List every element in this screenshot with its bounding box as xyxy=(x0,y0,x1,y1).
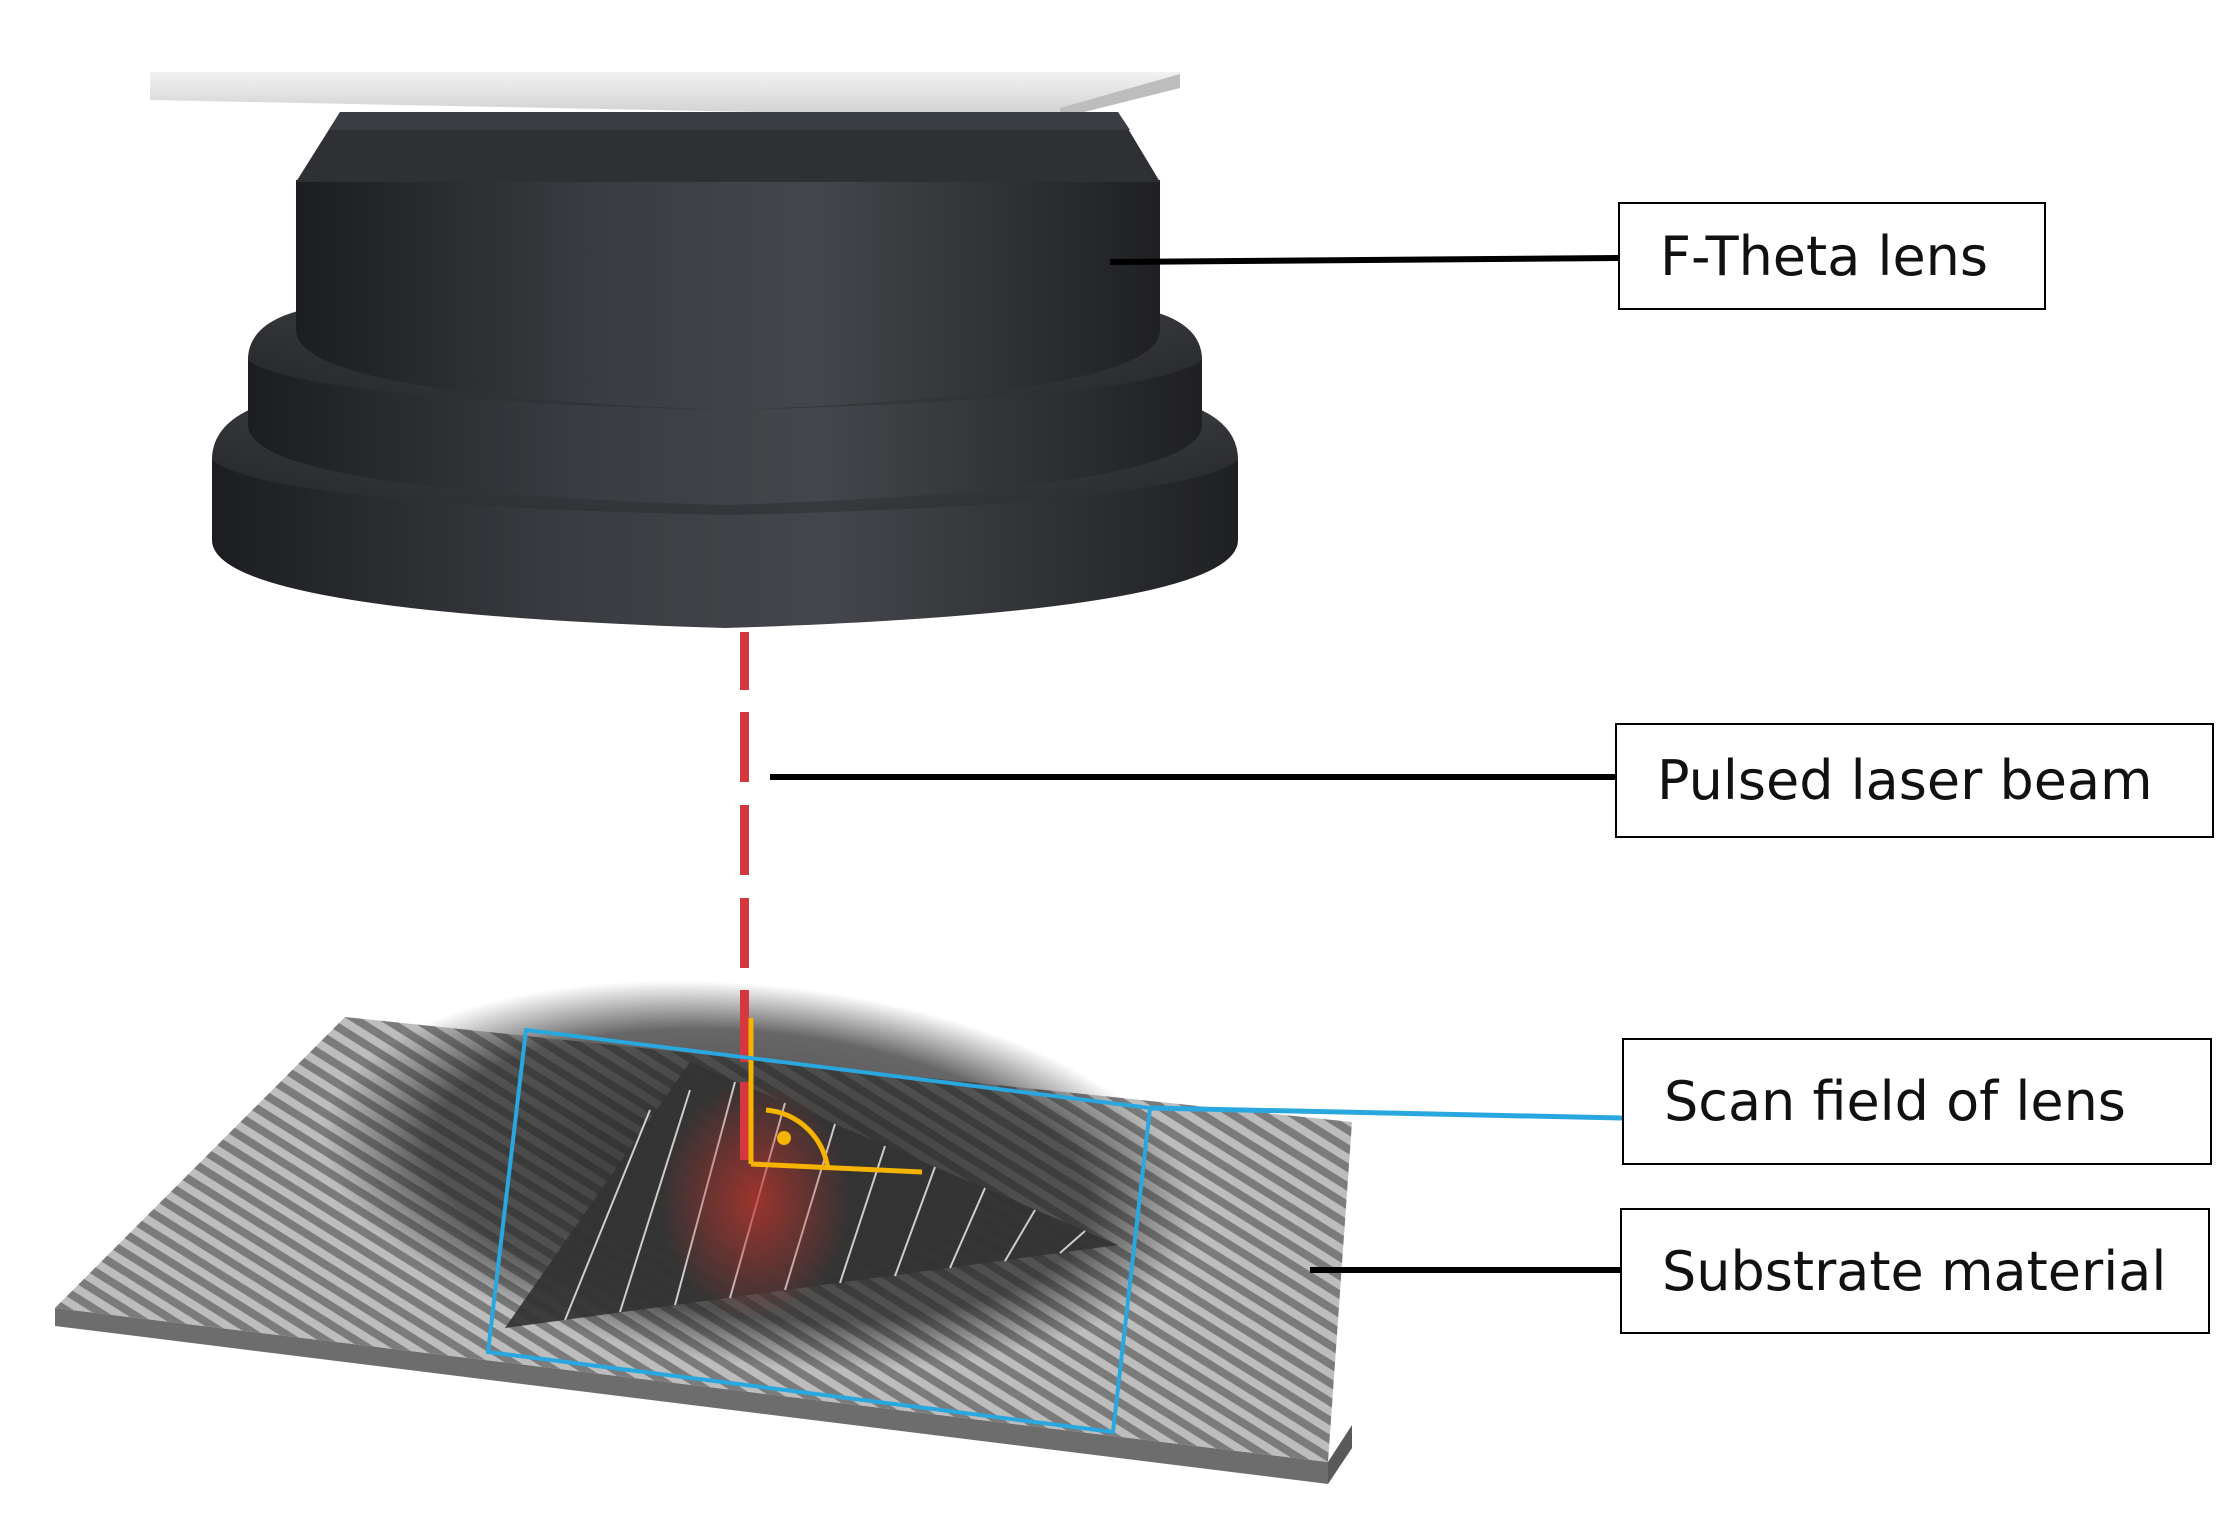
label-pulsed-laser-beam-text: Pulsed laser beam xyxy=(1657,749,2153,812)
label-f-theta-lens: F-Theta lens xyxy=(1618,202,2046,310)
label-scan-field: Scan field of lens xyxy=(1622,1038,2212,1165)
label-substrate-material: Substrate material xyxy=(1620,1208,2210,1334)
label-pulsed-laser-beam: Pulsed laser beam xyxy=(1615,723,2214,838)
label-f-theta-lens-text: F-Theta lens xyxy=(1660,224,1989,288)
label-substrate-material-text: Substrate material xyxy=(1662,1239,2167,1303)
scan-field-outline xyxy=(485,1027,1153,1435)
pulsed-laser-beam xyxy=(740,632,749,1160)
f-theta-lens xyxy=(212,112,1238,628)
substrate-material xyxy=(55,980,1352,1484)
right-angle-icon xyxy=(748,1018,923,1175)
leader-line-scan xyxy=(1149,1105,1623,1121)
leader-line-lens xyxy=(1109,255,1619,265)
leader-lines xyxy=(770,255,1623,1273)
mount-plate xyxy=(150,72,1180,118)
label-scan-field-text: Scan field of lens xyxy=(1664,1070,2126,1133)
